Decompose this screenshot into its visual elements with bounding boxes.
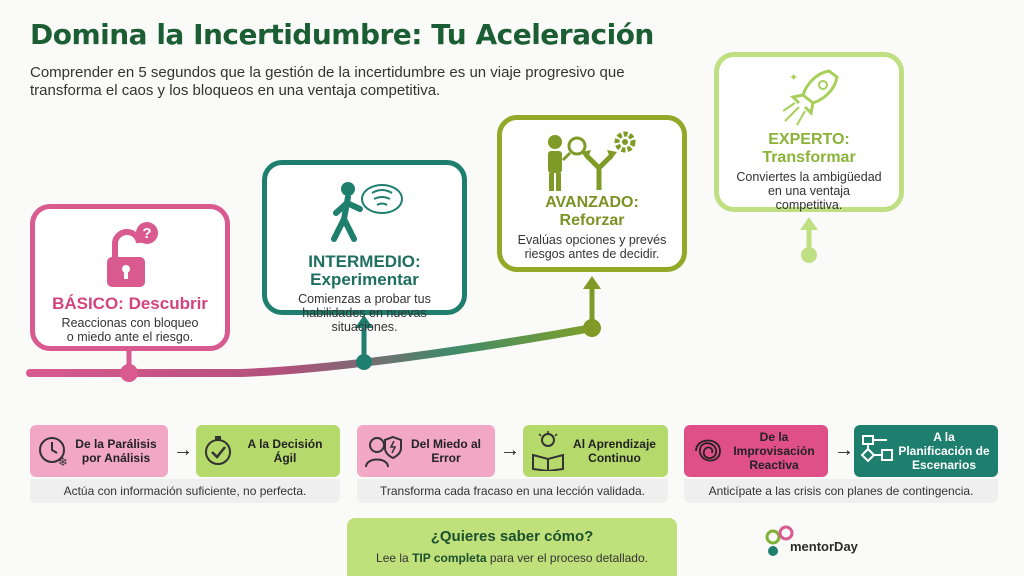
transition-from-2: Del Miedo al Error — [357, 425, 495, 477]
page-subtitle: Comprender en 5 segundos que la gestión … — [30, 64, 625, 99]
page-title: Domina la Incertidumbre: Tu Aceleración — [30, 18, 654, 51]
node-basic — [120, 364, 138, 382]
level-label-expert: EXPERTO: Transformar — [762, 131, 856, 166]
transition-to-2: Al Aprendizaje Continuo — [523, 425, 668, 477]
arrow-right-icon: → — [500, 439, 520, 461]
tangle-icon — [695, 439, 721, 462]
brand-name: mentorDay — [790, 539, 858, 554]
transition-from-3: De la Improvisación Reactiva — [684, 425, 828, 477]
level-card-basic: ? BÁSICO: Descubrir Reaccionas con bloqu… — [30, 204, 230, 351]
level-label-advanced: AVANZADO: Reforzar — [545, 194, 639, 229]
level-desc-intermediate: Comienzas a probar tus habilidades en nu… — [298, 292, 431, 334]
transition-note-2: Transforma cada fracaso en una lección v… — [357, 479, 668, 503]
level-label-basic: BÁSICO: Descubrir — [52, 294, 208, 313]
transition-panel-2: Del Miedo al Error → Al Aprendizaje Cont… — [357, 425, 668, 503]
cta-link[interactable]: TIP completa — [412, 551, 487, 565]
stopwatch-check-icon — [205, 436, 231, 465]
cta-question: ¿Quieres saber cómo? — [430, 528, 594, 545]
arrowhead-intermediate — [355, 315, 373, 328]
transition-note-1: Actúa con información suficiente, no per… — [30, 479, 340, 503]
node-advanced — [583, 319, 601, 337]
reader-lightbulb-icon — [532, 431, 564, 471]
level-desc-expert: Conviertes la ambigüedad en una ventaja … — [736, 170, 882, 212]
arrow-right-icon: → — [173, 439, 193, 461]
arrow-right-icon: → — [834, 439, 854, 461]
level-desc-advanced: Evalúas opciones y prevés riesgos antes … — [517, 233, 667, 261]
arrowhead-advanced — [583, 276, 601, 289]
transition-to-3: A la Planificación de Escenarios — [854, 425, 998, 477]
arrowhead-expert — [800, 217, 818, 230]
level-card-intermediate: INTERMEDIO: Experimentar Comienzas a pro… — [262, 160, 467, 334]
level-card-expert: ✦ EXPERTO: Transformar Conviertes la amb… — [714, 52, 904, 212]
level-card-advanced: AVANZADO: Reforzar Evalúas opciones y pr… — [497, 115, 687, 272]
node-expert — [801, 247, 817, 263]
transition-note-3: Anticípate a las crisis con planes de co… — [684, 479, 998, 503]
person-magnifier-gear-icon — [548, 131, 636, 191]
transition-panel-1: ❄ De la Parálisis por Análisis → A la De… — [30, 425, 340, 503]
progress-curve — [26, 324, 596, 377]
person-shield-icon — [365, 435, 402, 468]
transition-from-1: ❄ De la Parálisis por Análisis — [30, 425, 168, 477]
svg-text:?: ? — [142, 225, 151, 242]
mentorday-logo-icon — [765, 525, 794, 556]
level-label-intermediate: INTERMEDIO: Experimentar — [308, 252, 421, 289]
clock-snowflake-icon: ❄ — [39, 437, 68, 468]
lock-question-icon: ? — [107, 222, 158, 287]
svg-text:❄: ❄ — [58, 455, 68, 468]
transition-panel-3: De la Improvisación Reactiva → A la Plan… — [684, 425, 998, 503]
transition-to-1: A la Decisión Ágil — [196, 425, 340, 477]
brand-logo: mentorDay — [764, 525, 874, 561]
node-intermediate — [356, 354, 372, 370]
cta-box[interactable]: ¿Quieres saber cómo? Lee la TIP completa… — [347, 518, 677, 576]
svg-text:✦: ✦ — [789, 71, 798, 84]
cta-line: Lee la TIP completa para ver el proceso … — [376, 551, 648, 565]
flowchart-icon — [860, 435, 893, 463]
rocket-icon: ✦ — [782, 69, 839, 126]
level-desc-basic: Reaccionas con bloqueo o miedo ante el r… — [61, 316, 199, 344]
person-walking-storm-icon — [330, 182, 403, 242]
